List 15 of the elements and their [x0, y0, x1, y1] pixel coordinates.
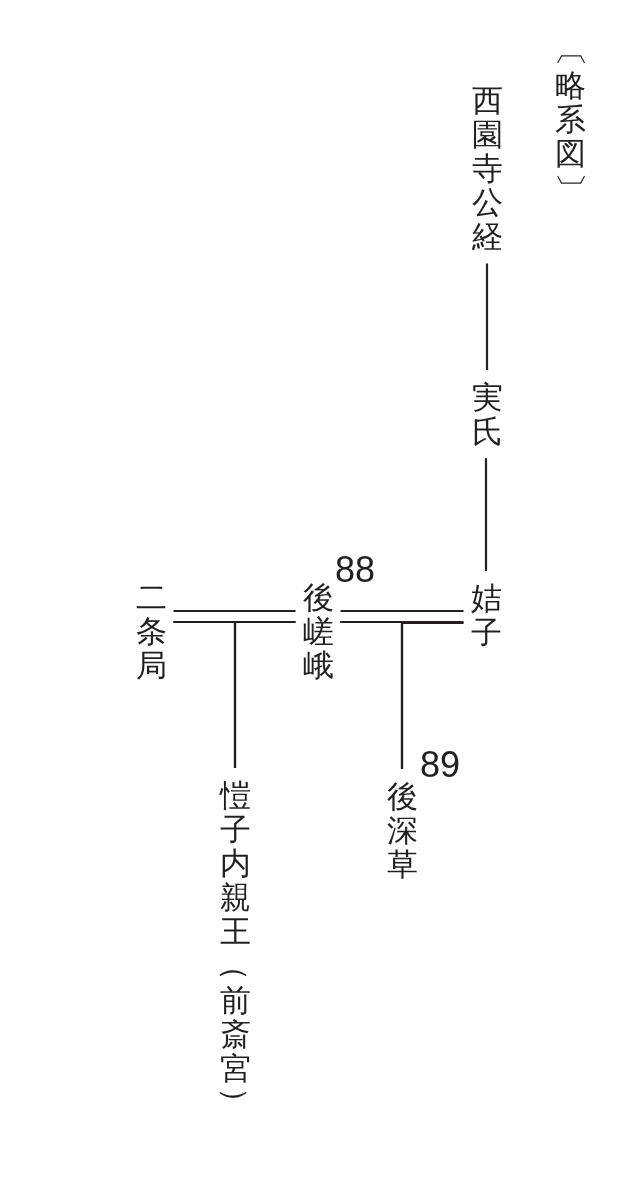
connector-line [485, 263, 489, 370]
person-name: 後深草 [386, 779, 418, 882]
person-name: 愷子内親王（前斎宮） [219, 778, 251, 1119]
double-line [339, 609, 465, 624]
connector-line [484, 458, 488, 571]
person-name: 実氏 [471, 380, 503, 449]
person-name: 二条局 [135, 580, 167, 683]
person-name: 西園寺公経 [471, 83, 503, 254]
connector-line [233, 620, 296, 768]
person-name: 後嵯峨 [302, 580, 334, 683]
diagram-title: 〔略系図〕 [554, 34, 586, 205]
number-label: 89 [420, 747, 461, 783]
number-label: 88 [335, 552, 376, 588]
person-name: 姞子 [470, 581, 502, 650]
connector-line [400, 621, 464, 769]
